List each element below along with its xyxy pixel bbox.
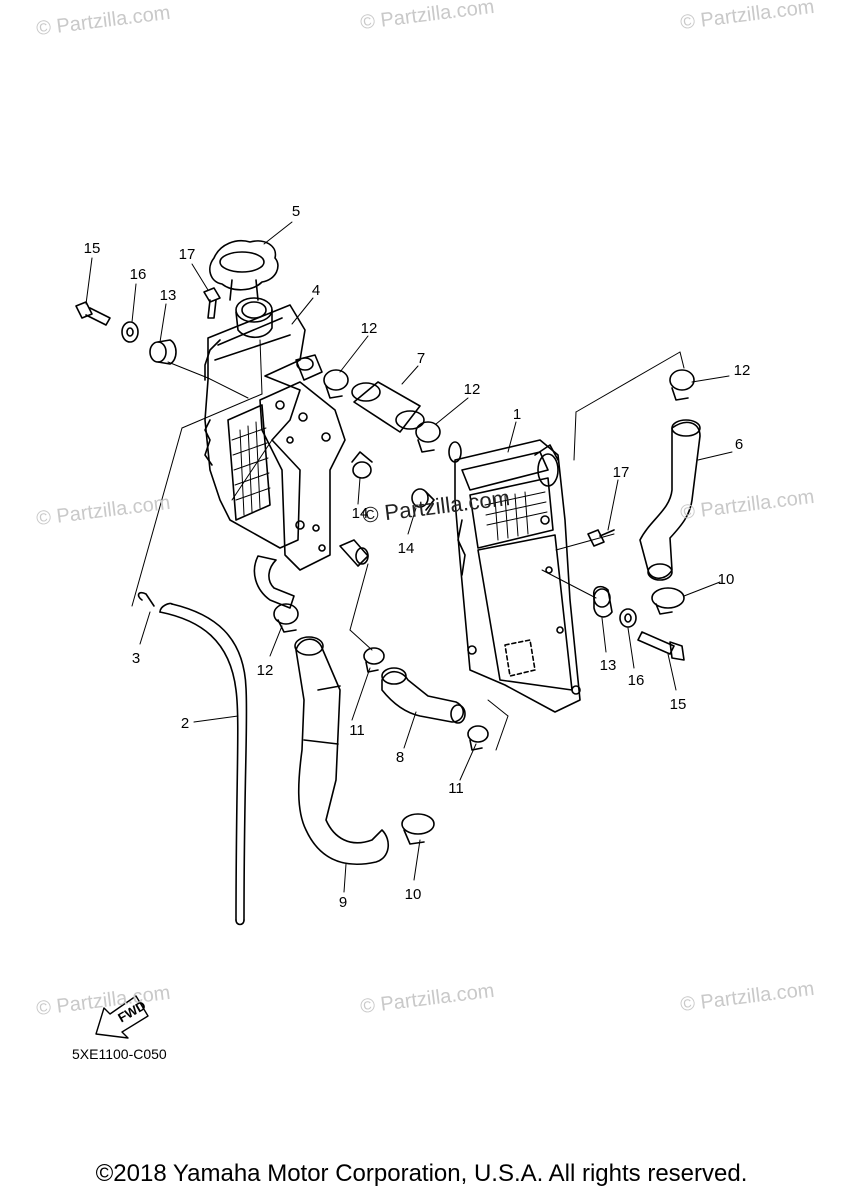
callout-12: 12 [256, 662, 274, 679]
diagram-code: 5XE1100-C050 [72, 1046, 167, 1062]
callout-17: 17 [178, 246, 196, 263]
clamp-11b [467, 725, 489, 751]
clamp-10a [651, 587, 685, 615]
callout-14: 14 [397, 540, 415, 557]
callout-11: 11 [448, 780, 464, 797]
grommet-14a [351, 451, 373, 479]
bolt-17a [203, 287, 221, 319]
callout-5: 5 [291, 203, 301, 220]
callout-12: 12 [733, 362, 751, 379]
callout-17: 17 [612, 464, 630, 481]
callout-16: 16 [627, 672, 645, 689]
bolt-15a [75, 301, 111, 326]
clamp-12d [273, 603, 299, 633]
grommet-13b [592, 585, 613, 618]
left-radiator [204, 304, 346, 571]
radiator-cap [209, 240, 279, 339]
clamp-10b [401, 813, 435, 845]
callout-8: 8 [395, 749, 405, 766]
bolt-17b [587, 529, 615, 547]
callout-15: 15 [669, 696, 687, 713]
callout-13: 13 [599, 657, 617, 674]
callout-10: 10 [404, 886, 422, 903]
grommet-14b [411, 488, 435, 511]
clamp-12a [323, 369, 349, 399]
callout-10: 10 [717, 571, 735, 588]
breather-hose-2 [159, 602, 248, 926]
callout-16: 16 [129, 266, 147, 283]
callout-7: 7 [416, 350, 426, 367]
callout-3: 3 [131, 650, 141, 667]
callout-12: 12 [463, 381, 481, 398]
clamp-12c [669, 369, 695, 401]
callout-12: 12 [360, 320, 378, 337]
callout-11: 11 [349, 722, 365, 739]
callout-14: 14 [351, 505, 369, 522]
right-radiator [448, 439, 581, 713]
clamp-12b [415, 421, 441, 453]
fwd-arrow [95, 995, 149, 1039]
bolt-15b [637, 631, 685, 661]
hose-6 [639, 419, 701, 581]
callout-9: 9 [338, 894, 348, 911]
callout-13: 13 [159, 287, 177, 304]
copyright-notice: ©2018 Yamaha Motor Corporation, U.S.A. A… [95, 1160, 748, 1187]
callout-4: 4 [311, 282, 321, 299]
clip-3 [137, 591, 155, 607]
callout-15: 15 [83, 240, 101, 257]
callout-6: 6 [734, 436, 744, 453]
left-outlet [253, 539, 369, 609]
hose-7 [351, 381, 425, 433]
grommet-13a [149, 339, 177, 365]
washer-16a [121, 321, 139, 343]
callout-1: 1 [512, 406, 522, 423]
hose-8 [381, 667, 466, 724]
hose-9 [294, 636, 389, 866]
leader-lines [85, 221, 733, 893]
washer-16b [619, 608, 637, 628]
callout-2: 2 [180, 715, 190, 732]
clamp-11a [363, 647, 385, 673]
